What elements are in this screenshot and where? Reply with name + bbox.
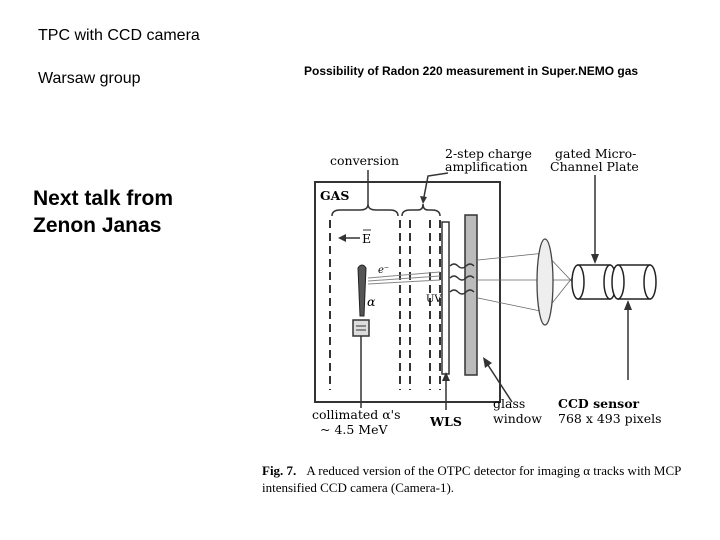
efield-label: E xyxy=(362,231,371,246)
next-talk-note: Next talk from Zenon Janas xyxy=(33,185,173,239)
caption-text: A reduced version of the OTPC detector f… xyxy=(262,463,681,495)
charge-amp-label-line-1: 2-step charge xyxy=(445,146,532,161)
figure-caption: Fig. 7.A reduced version of the OTPC det… xyxy=(262,462,712,496)
electron-label: e⁻ xyxy=(378,265,389,276)
amplification-brace xyxy=(401,203,441,217)
collimated-label-line-2: ~ 4.5 MeV xyxy=(320,422,388,437)
mcp-label-line-1: gated Micro- xyxy=(555,146,636,161)
ccd-arrowhead xyxy=(624,300,632,310)
otpc-detector-diagram: GAS conversion 2-step charge amplificati… xyxy=(312,146,662,437)
optical-rays xyxy=(477,252,581,313)
amplification-arrowhead xyxy=(420,196,427,204)
uv-label: UV xyxy=(426,294,442,305)
next-talk-line-2: Zenon Janas xyxy=(33,214,162,237)
gas-label: GAS xyxy=(320,188,349,203)
group-label: Warsaw group xyxy=(38,70,141,87)
glass-pointer xyxy=(485,361,513,403)
charge-amp-label-line-2: amplification xyxy=(445,159,528,174)
glass-label-line-1: glass xyxy=(493,396,525,411)
glass-window xyxy=(464,214,478,376)
gas-chamber xyxy=(314,181,501,403)
wls-label: WLS xyxy=(429,414,462,429)
amplification-pointer xyxy=(422,172,449,203)
mcp-label-line-2: Channel Plate xyxy=(550,159,639,174)
electron-drift-lines xyxy=(367,271,441,285)
glass-label-line-2: window xyxy=(493,411,542,426)
photon-waves xyxy=(449,263,475,295)
efield-arrowhead xyxy=(338,234,346,242)
alpha-track xyxy=(357,264,367,317)
mcp-cylinder xyxy=(571,264,617,300)
slide-title: TPC with CCD camera xyxy=(38,27,200,44)
conversion-brace xyxy=(331,203,399,217)
ccd-label-line-2: 768 x 493 pixels xyxy=(558,411,662,426)
lens xyxy=(536,238,554,326)
conversion-label: conversion xyxy=(330,153,399,168)
collimator xyxy=(352,319,370,337)
glass-arrowhead xyxy=(483,357,492,368)
alpha-label: α xyxy=(367,294,376,309)
next-talk-line-1: Next talk from xyxy=(33,187,174,210)
ccd-label-line-1: CCD sensor xyxy=(558,396,640,411)
mcp-arrowhead xyxy=(591,254,599,264)
wls-plate xyxy=(441,221,450,375)
caption-figure-number: Fig. 7. xyxy=(262,463,297,478)
collimated-label-line-1: collimated α's xyxy=(312,407,401,422)
radon-heading: Possibility of Radon 220 measurement in … xyxy=(304,64,639,78)
ccd-cylinder xyxy=(611,264,657,300)
wls-arrowhead xyxy=(442,372,450,381)
